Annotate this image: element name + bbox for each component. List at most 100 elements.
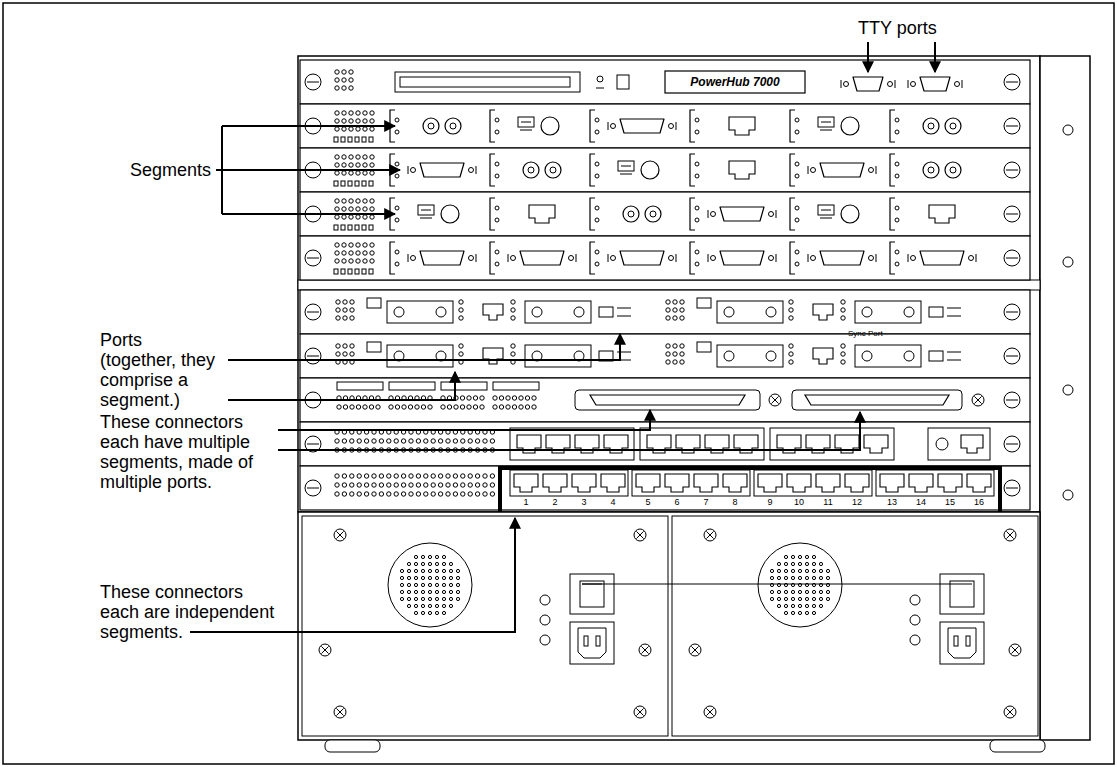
- status-led: [540, 635, 550, 645]
- port-number: 1: [523, 497, 528, 507]
- db-connector: [520, 251, 564, 265]
- led-dot: [473, 396, 477, 400]
- led-dot: [841, 344, 845, 348]
- screw-slot: [974, 396, 981, 403]
- slot-bracket: [790, 242, 795, 274]
- led-dot: [342, 163, 346, 167]
- rj45-port: [483, 304, 503, 320]
- led-dot: [490, 474, 494, 478]
- led-dot: [372, 492, 376, 496]
- led-dot: [370, 243, 374, 247]
- led-square: [334, 137, 338, 142]
- led-dot: [438, 474, 442, 478]
- grille-hole: [414, 597, 417, 600]
- fiber-port: [766, 351, 776, 361]
- grille-hole: [798, 597, 801, 600]
- led-dot: [363, 207, 367, 211]
- led-dot: [895, 118, 899, 122]
- led-dot: [356, 127, 360, 131]
- grille-hole: [435, 597, 438, 600]
- port-number: 9: [767, 497, 772, 507]
- led-dot: [370, 127, 374, 131]
- detail-line: [947, 352, 961, 360]
- led-dot: [335, 127, 339, 131]
- led-dot: [468, 439, 472, 443]
- led-dot: [335, 439, 339, 443]
- screw-slot: [1006, 214, 1018, 215]
- grille-hole: [414, 576, 417, 579]
- sc-mark: [820, 210, 832, 218]
- led-dot: [349, 215, 353, 219]
- led-dot: [532, 396, 536, 400]
- mount-hole: [769, 212, 774, 217]
- mount-hole: [669, 124, 674, 129]
- port-group: [632, 470, 750, 496]
- led-dot: [364, 439, 368, 443]
- led-dot: [335, 251, 339, 255]
- led-dot: [459, 300, 463, 304]
- led-dot: [387, 474, 391, 478]
- screw: [972, 394, 984, 406]
- grille-hole: [414, 604, 417, 607]
- led-dot: [349, 243, 353, 247]
- detail-line: [596, 88, 604, 89]
- st-connector: [945, 162, 961, 178]
- grille-hole: [400, 583, 403, 586]
- grille-hole: [435, 590, 438, 593]
- led-dot: [453, 439, 457, 443]
- connector-edge: [608, 254, 676, 262]
- mount-hole: [811, 256, 816, 261]
- rj45-port: [514, 474, 538, 492]
- led-dot: [350, 300, 354, 304]
- mount-hole: [611, 124, 616, 129]
- led-dot: [363, 111, 367, 115]
- grille-hole: [442, 576, 445, 579]
- multiport-connector: [575, 390, 760, 410]
- screw-slot: [1006, 531, 1013, 538]
- led-dot: [453, 492, 457, 496]
- led-dot: [350, 474, 354, 478]
- status-led: [540, 615, 550, 625]
- port-group: [770, 428, 894, 460]
- db-connector: [420, 251, 464, 265]
- connector-edge: [508, 254, 576, 262]
- led-dot: [335, 86, 339, 90]
- screw: [704, 706, 716, 718]
- led-dot: [695, 162, 699, 166]
- grille-hole: [428, 597, 431, 600]
- grille-hole: [421, 604, 424, 607]
- led-square: [369, 269, 373, 274]
- screw-slot: [307, 444, 319, 445]
- led-dot: [350, 405, 354, 409]
- grille-hole: [798, 562, 801, 565]
- led-dot: [595, 130, 599, 134]
- module-gap: [298, 280, 1040, 290]
- led-dot: [349, 70, 353, 74]
- screw-slot: [636, 708, 643, 715]
- sc-connector: [641, 161, 659, 179]
- grille-hole: [791, 597, 794, 600]
- led-dot: [370, 251, 374, 255]
- fiber-port: [862, 307, 872, 317]
- module-row: [300, 236, 1030, 280]
- port-group: [876, 470, 994, 496]
- led-dot: [335, 155, 339, 159]
- led-dot: [363, 215, 367, 219]
- led-dot: [490, 492, 494, 496]
- grille-hole: [442, 597, 445, 600]
- led-square: [334, 269, 338, 274]
- grille-hole: [456, 569, 459, 572]
- screw: [1004, 436, 1020, 452]
- grille-hole: [791, 562, 794, 565]
- sc-mark: [420, 210, 432, 218]
- led-dot: [357, 492, 361, 496]
- port-number: 4: [610, 497, 615, 507]
- led-dot: [673, 352, 677, 356]
- led-dot: [409, 483, 413, 487]
- screw-slot: [336, 708, 343, 715]
- grille-hole: [456, 590, 459, 593]
- inlet-pin: [966, 636, 970, 646]
- grille-hole: [819, 604, 822, 607]
- led-dot: [841, 352, 845, 356]
